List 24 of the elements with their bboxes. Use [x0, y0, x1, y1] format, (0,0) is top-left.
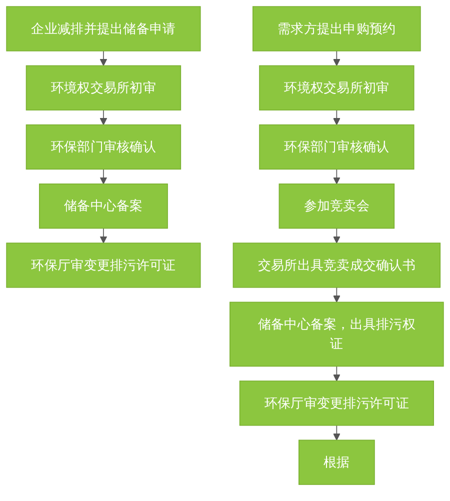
arrow [333, 168, 340, 184]
arrow [100, 228, 108, 244]
node-box: 储备中心备案，出具排污权证 [230, 302, 444, 367]
arrow [333, 287, 340, 303]
arrow [100, 168, 108, 184]
node-box: 企业减排并提出储备申请 [6, 6, 201, 52]
node-box: 环保厅审变更排污许可证 [239, 380, 434, 426]
node-box: 环保部门审核确认 [26, 124, 182, 170]
node-box: 环保厅审变更排污许可证 [6, 242, 201, 288]
arrow [333, 50, 340, 66]
arrow [100, 110, 108, 126]
arrow [333, 110, 340, 126]
node-box: 环境权交易所初审 [26, 65, 182, 110]
node-box: 环境权交易所初审 [259, 65, 414, 110]
arrow [333, 228, 340, 244]
node-box: 需求方提出申购预约 [252, 6, 421, 52]
node-box: 交易所出具竞卖成交确认书 [232, 242, 441, 288]
arrow [333, 366, 340, 382]
arrow [100, 50, 108, 66]
node-box: 储备中心备案 [39, 184, 168, 229]
arrow [333, 424, 340, 440]
node-box: 环保部门审核确认 [259, 124, 414, 170]
node-box: 根据 [298, 440, 375, 485]
node-box: 参加竞卖会 [278, 184, 395, 229]
